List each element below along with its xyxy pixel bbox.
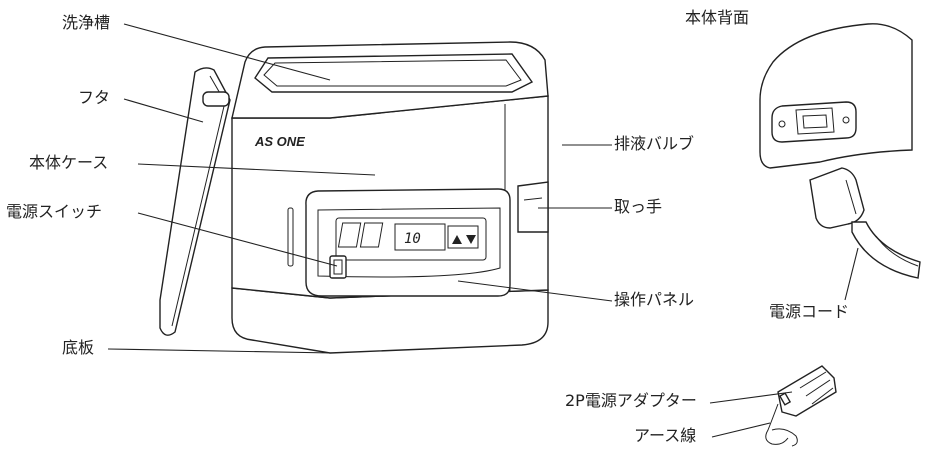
leader-ground-wire — [711, 422, 771, 438]
label-power-switch: 電源スイッチ — [6, 202, 103, 221]
label-base-plate: 底板 — [62, 338, 95, 357]
label-drain-valve: 排液バルブ — [614, 134, 695, 153]
label-lid: フタ — [78, 88, 111, 107]
display-digits: 10 — [404, 231, 421, 247]
adapter-2p-illustration — [765, 365, 837, 447]
leader-power-switch — [137, 212, 338, 267]
leader-adapter — [709, 391, 793, 404]
label-handle: 取っ手 — [614, 197, 663, 216]
label-back-view: 本体背面 — [685, 8, 750, 27]
leader-control-panel — [457, 280, 613, 302]
back-view — [759, 23, 921, 279]
label-ground-wire: アース線 — [634, 426, 697, 445]
brand-logo: AS ONE — [254, 134, 305, 149]
label-tank: 洗浄槽 — [62, 13, 111, 32]
label-power-cord: 電源コード — [769, 302, 850, 321]
leader-base-plate — [107, 348, 334, 354]
label-control-panel: 操作パネル — [614, 290, 695, 309]
control-panel — [305, 188, 511, 297]
label-adapter-2p: 2P電源アダプター — [565, 391, 697, 410]
leader-lid — [123, 98, 204, 123]
leader-tank — [123, 23, 331, 81]
lid — [159, 67, 231, 336]
label-body-case: 本体ケース — [29, 153, 109, 172]
leader-power-cord — [844, 247, 859, 301]
leader-body-case — [137, 163, 376, 176]
